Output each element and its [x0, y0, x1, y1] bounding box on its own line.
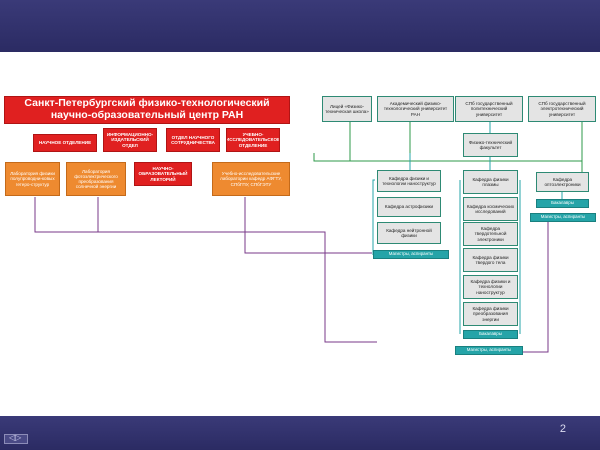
institution-electrotechnical: СПб государственный электротехнический у… — [528, 96, 596, 122]
institution-lyceum: Лицей «Физико-техническая школа» — [322, 96, 372, 122]
chair-nanostructures-faculty: Кафедра физики и технологии наноструктур — [463, 275, 518, 299]
label-masters-bottom: Магистры, аспиранты — [455, 346, 523, 355]
institution-polytechnic: СПб государственный политехнический унив… — [455, 96, 523, 122]
chair-space-research: Кафедра космических исследований — [463, 197, 518, 221]
center-title: Санкт-Петербургский физико-технологическ… — [4, 96, 290, 124]
purple-connector-right — [520, 222, 549, 353]
teal-connector-left-rail — [372, 179, 375, 255]
purple-connector-bottom — [244, 197, 372, 254]
department-scientific: НАУЧНОЕ ОТДЕЛЕНИЕ — [33, 134, 97, 152]
footer-band — [0, 416, 600, 450]
department-publishing: ИНФОРМАЦИОННО-ИЗДАТЕЛЬСКИЙ ОТДЕЛ — [103, 128, 157, 152]
chair-plasma: Кафедра физики плазмы — [463, 170, 518, 194]
purple-connector-left — [34, 197, 377, 343]
label-bachelors-right: Бакалавры — [536, 199, 589, 208]
navigation-arrows-icon: ◁▷ — [9, 433, 22, 442]
faculty-physics-tech: Физико-технический факультет — [463, 133, 518, 157]
label-bachelors-center: Бакалавры — [463, 330, 518, 339]
chair-nanostructures-academic: Кафедра физики и технологии наноструктур — [377, 170, 441, 192]
label-masters-left: Магистры, аспиранты — [373, 250, 449, 259]
institution-academic-university: Академический физико-технологический уни… — [377, 96, 454, 122]
chair-energy-conversion: Кафедра физики преобразования энергии — [463, 302, 518, 326]
chair-astrophysics: Кафедра астрофизики — [377, 197, 441, 217]
department-education: УЧЕБНО-ИССЛЕДОВАТЕЛЬСКОЕ ОТДЕЛЕНИЕ — [226, 128, 280, 152]
chair-optoelectronics: Кафедра оптоэлектроники — [536, 172, 589, 192]
chair-solid-state-physics: Кафедра физики твердого тела — [463, 248, 518, 272]
lecture-hall: НАУЧНО-ОБРАЗОВАТЕЛЬНЫЙ ЛЕКТОРИЙ — [134, 162, 192, 186]
slide-navigation-button[interactable]: ◁▷ — [4, 433, 28, 444]
green-connector-top — [313, 122, 583, 162]
department-cooperation: ОТДЕЛ НАУЧНОГО СОТРУДНИЧЕСТВА — [166, 128, 220, 152]
lab-university-chairs: Учебно-исследовательские лаборатории каф… — [212, 162, 290, 196]
lab-photovoltaic: Лаборатория фотоэлектрического преобразо… — [66, 162, 126, 196]
slide-number: 2 — [559, 423, 566, 435]
header-band — [0, 0, 600, 52]
label-masters-right: Магистры, аспиранты — [530, 213, 596, 222]
lab-heterostructures: Лаборатория физики полупроводни-ковых ге… — [5, 162, 60, 196]
chair-solid-state-electronics: Кафедра твердотельной электроники — [463, 222, 518, 246]
chair-neutron-physics: Кафедра нейтронной физики — [377, 222, 441, 244]
